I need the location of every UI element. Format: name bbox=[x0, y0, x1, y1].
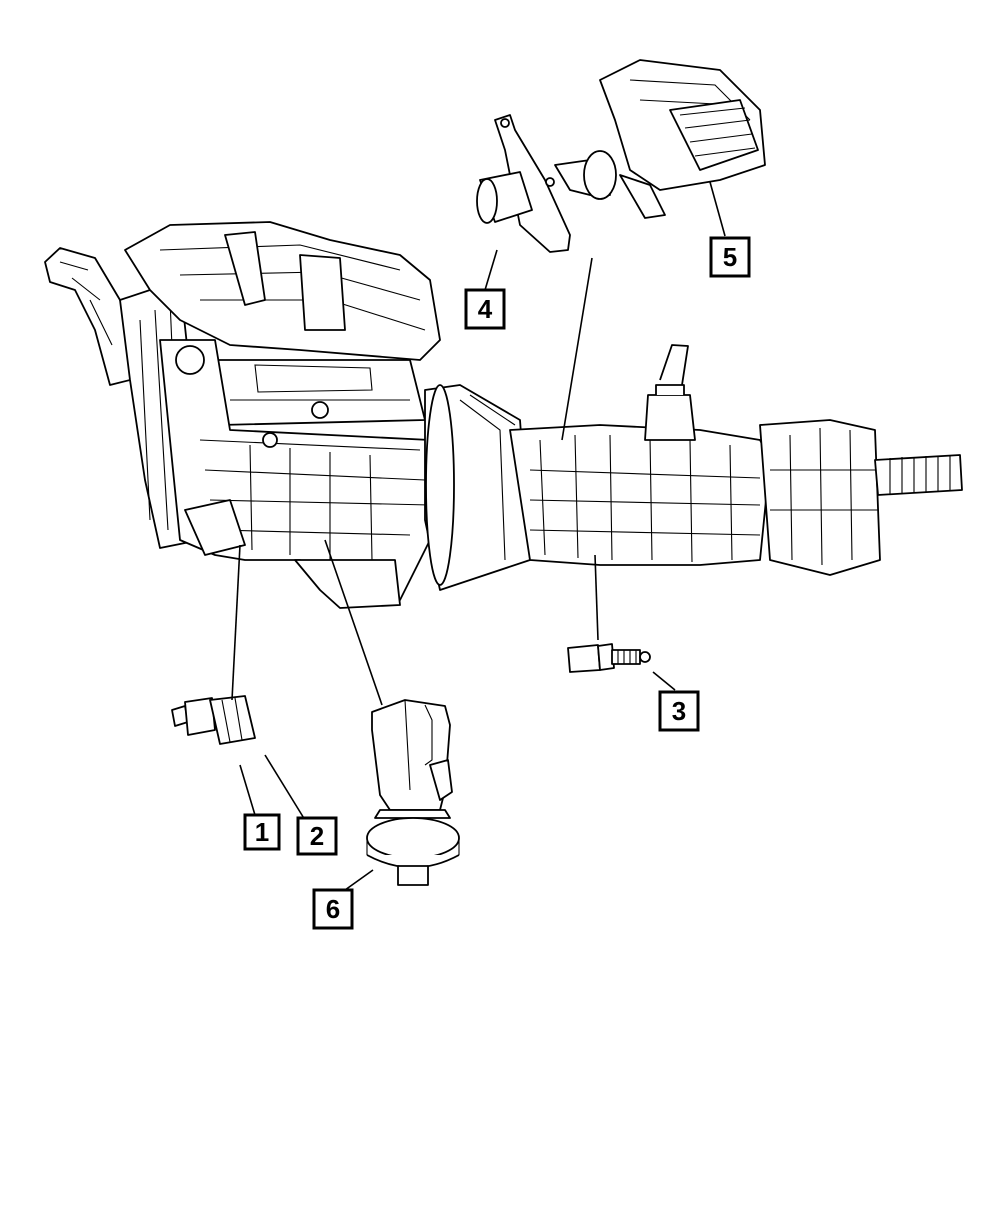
callout-label: 5 bbox=[723, 242, 737, 272]
engine-transmission-assembly bbox=[44, 221, 963, 609]
callout-3: 3 bbox=[658, 690, 700, 732]
callout-label: 6 bbox=[326, 894, 340, 924]
callout-6: 6 bbox=[312, 888, 354, 930]
part-4-release-bearing bbox=[476, 114, 571, 253]
callout-label: 4 bbox=[478, 294, 493, 324]
callout-1: 1 bbox=[243, 813, 281, 851]
part-1-2-sensor bbox=[171, 695, 256, 745]
callout-2: 2 bbox=[296, 816, 338, 856]
part-6-pressure-sensor bbox=[366, 699, 460, 886]
callout-5: 5 bbox=[709, 236, 751, 278]
callout-label: 3 bbox=[672, 696, 686, 726]
callout-label: 1 bbox=[255, 817, 269, 847]
leader-lines bbox=[231, 181, 726, 891]
callout-4: 4 bbox=[464, 288, 506, 330]
part-3-switch bbox=[567, 643, 651, 673]
part-5-sensor-connector bbox=[554, 59, 766, 219]
callout-label: 2 bbox=[310, 821, 324, 851]
